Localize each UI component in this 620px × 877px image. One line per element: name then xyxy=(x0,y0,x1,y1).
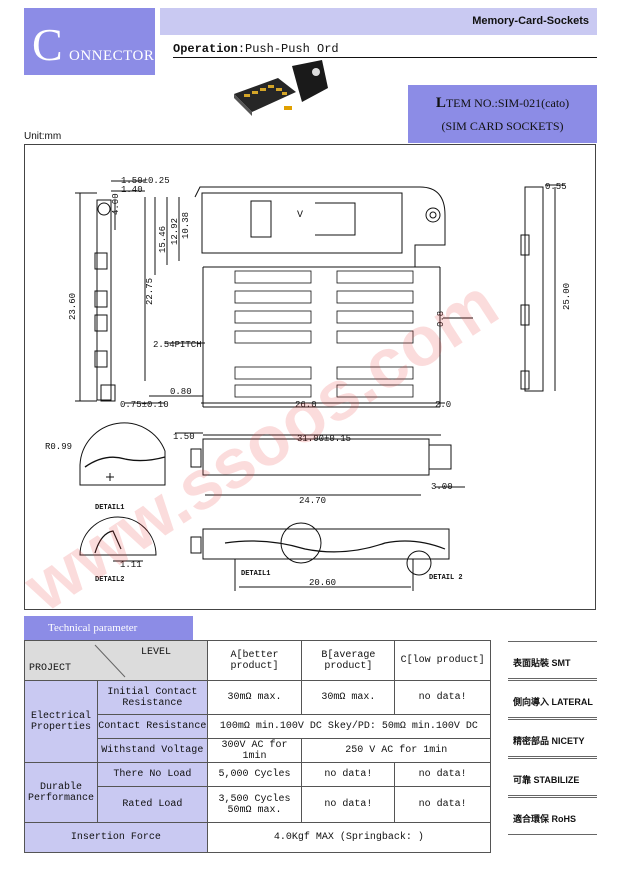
divider xyxy=(173,57,597,58)
electrical-group: Electrical Properties xyxy=(24,680,98,763)
product-photo xyxy=(234,60,328,116)
row-label: Withstand Voltage xyxy=(96,738,208,763)
operation-value: :Push-Push Ord xyxy=(237,42,339,56)
dim-label: 2.0 xyxy=(435,400,451,410)
tech-parameter-tab: Technical parameter xyxy=(24,616,193,640)
feature-item: 表面貼裝 SMT xyxy=(508,641,597,679)
dim-label: 2.54PITCH xyxy=(153,340,202,350)
cell-a: 3,500 Cycles 50mΩ max. xyxy=(206,786,303,823)
cell-c: no data! xyxy=(394,762,491,787)
durable-group: Durable Performance xyxy=(24,762,98,823)
cell-c: no data! xyxy=(394,786,491,823)
technical-drawing: 1.50±0.25 1.40 4.00 23.60 0.75±0.10 15.4… xyxy=(24,144,596,610)
dim-label: 12.92 xyxy=(170,218,180,245)
dim-label: 25.00 xyxy=(562,283,572,310)
operation-line: Operation:Push-Push Ord xyxy=(173,42,339,56)
cell-c: no data! xyxy=(394,680,491,715)
row-label: Insertion Force xyxy=(24,822,208,853)
detail2-view xyxy=(79,516,157,562)
dim-label: 24.70 xyxy=(299,496,326,506)
detail-label: DETAIL 2 xyxy=(429,574,463,582)
detail1-view xyxy=(79,422,166,486)
item-description: (SIM CARD SOCKETS) xyxy=(441,119,564,133)
cell-b: no data! xyxy=(301,786,396,823)
feature-item: 可靠 STABILIZE xyxy=(508,758,597,796)
col-c-header: C[low product] xyxy=(394,640,491,681)
project-level-header: PROJECT LEVEL xyxy=(24,640,208,681)
detail-label: DETAIL1 xyxy=(95,504,124,512)
row-label: Initial Contact Resistance xyxy=(96,680,208,715)
cell-bc: 250 V AC for 1min xyxy=(301,738,491,763)
cell-b: 30mΩ max. xyxy=(301,680,396,715)
category-banner: Memory-Card-Sockets xyxy=(160,8,597,35)
section-view xyxy=(190,522,450,591)
feature-item: 適合環保 RoHS xyxy=(508,797,597,835)
item-number-box: LTEM NO.:SIM-021(cato) (SIM CARD SOCKETS… xyxy=(408,85,597,143)
dim-label: 3.00 xyxy=(431,482,453,492)
item-number: TEM NO.:SIM-021(cato) xyxy=(445,96,570,110)
cell-a: 30mΩ max. xyxy=(206,680,303,715)
cell-a: 300V AC for 1min xyxy=(206,738,303,763)
dim-label: 1.50±0.25 xyxy=(121,176,170,186)
connectors-logo: C ONNECTORS xyxy=(24,8,163,75)
main-top-view xyxy=(125,186,473,408)
left-side-view xyxy=(75,180,145,402)
dim-label: 0.75±0.10 xyxy=(120,400,169,410)
dim-label: 15.46 xyxy=(158,226,168,253)
detail-label: DETAIL1 xyxy=(241,570,270,578)
feature-item: 側向導入 LATERAL xyxy=(508,680,597,718)
unit-label: Unit:mm xyxy=(24,131,62,142)
detail-label: DETAIL2 xyxy=(95,576,124,584)
dim-label: 1.40 xyxy=(121,185,143,195)
right-side-view xyxy=(520,184,565,392)
row-label: Rated Load xyxy=(96,786,208,823)
dim-label: 0.55 xyxy=(545,182,567,192)
operation-label: Operation xyxy=(173,42,238,56)
dim-label: 20.60 xyxy=(309,578,336,588)
dim-label: 0.8 xyxy=(436,311,446,327)
dim-label: 1.11 xyxy=(120,560,142,570)
dim-label: 0.80 xyxy=(170,387,192,397)
dim-label: R0.99 xyxy=(45,442,72,452)
cell-a: 5,000 Cycles xyxy=(206,762,303,787)
marker-label: V xyxy=(297,210,303,221)
front-view xyxy=(175,432,465,496)
dim-label: 23.60 xyxy=(68,293,78,320)
row-label: There No Load xyxy=(96,762,208,787)
col-a-header: A[better product] xyxy=(206,640,303,681)
category-title: Memory-Card-Sockets xyxy=(472,15,589,27)
cell-b: no data! xyxy=(301,762,396,787)
col-b-header: B[average product] xyxy=(301,640,396,681)
feature-item: 精密部品 NICETY xyxy=(508,719,597,757)
dim-label: 1.50 xyxy=(173,432,195,442)
spec-table: PROJECT LEVEL A[better product] B[averag… xyxy=(24,640,492,853)
dim-label: 26.0 xyxy=(295,400,317,410)
cell-abc: 4.0Kgf MAX (Springback: ) xyxy=(206,822,492,853)
cell-abc: 100mΩ min.100V DC Skey/PD: 50mΩ min.100V… xyxy=(206,714,492,739)
dim-label: 31.00±0.15 xyxy=(297,434,351,444)
dim-label: 4.00 xyxy=(111,193,121,215)
dim-label: 10.38 xyxy=(181,212,191,239)
row-label: Contact Resistance xyxy=(96,714,208,739)
dim-label: 22.75 xyxy=(145,278,155,305)
